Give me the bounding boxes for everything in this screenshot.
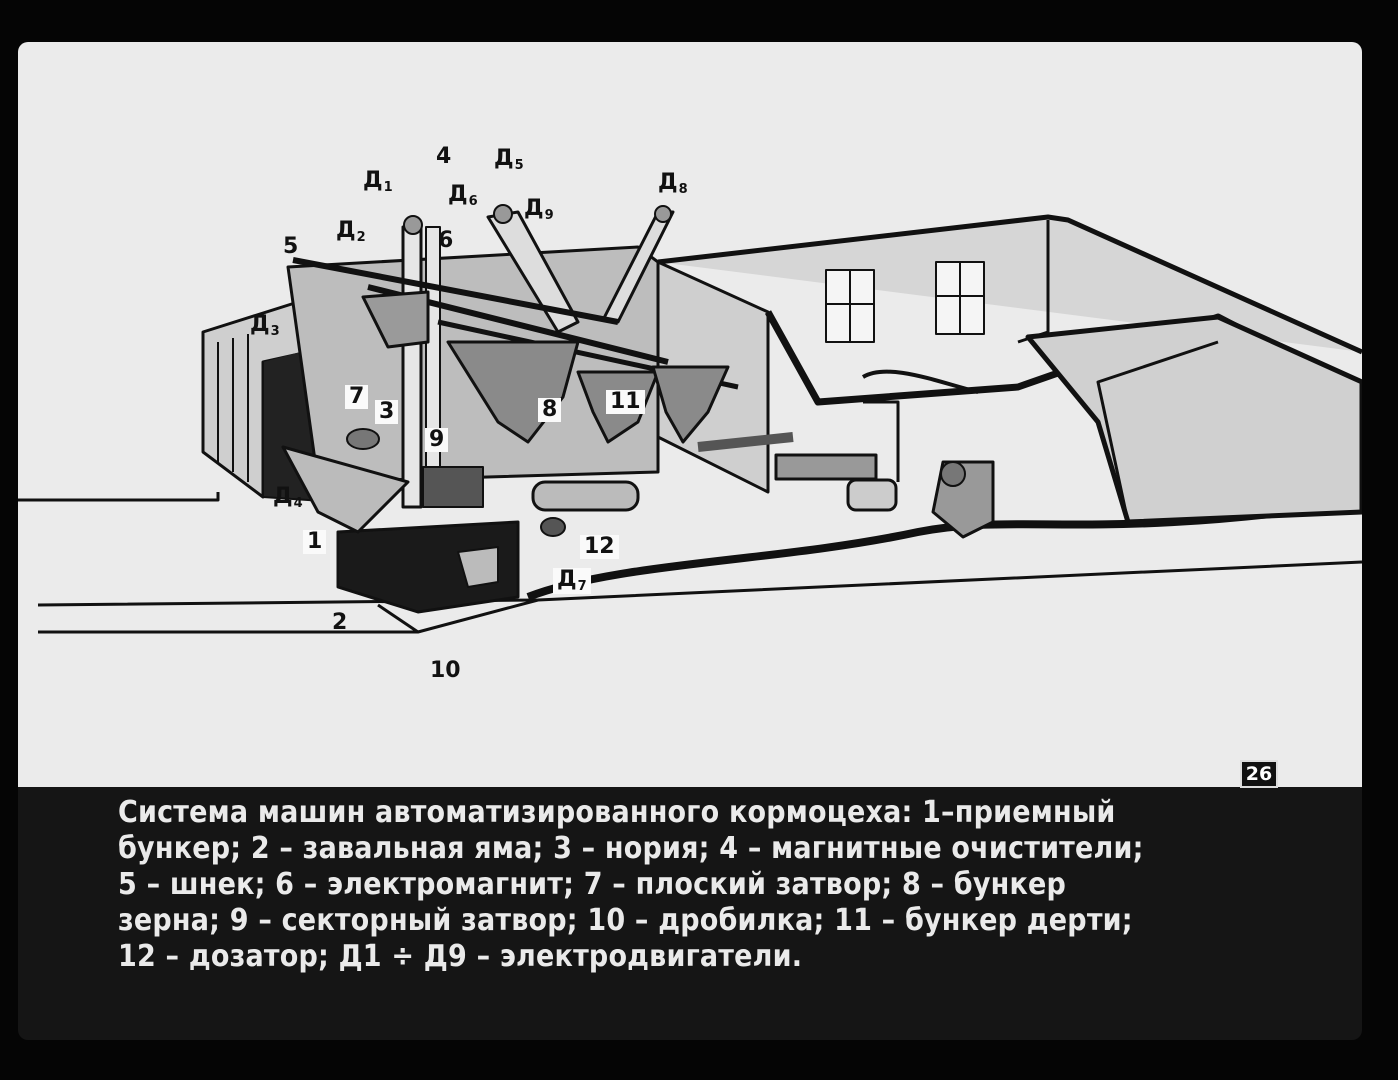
label-8: 8 [538, 398, 562, 422]
label-11: 11 [606, 390, 645, 414]
caption: Система машин автоматизированного кормоц… [118, 795, 1263, 975]
caption-line: бункер; 2 – завальная яма; 3 – нория; 4 … [118, 831, 1144, 866]
label-10: 10 [430, 658, 461, 683]
caption-line: Система машин автоматизированного кормоц… [118, 795, 1116, 830]
label-1: 1 [303, 530, 327, 554]
label-2: 2 [332, 610, 348, 635]
label-d7: Д7 [553, 568, 591, 594]
label-d2: Д2 [336, 218, 366, 245]
label-4: 4 [436, 144, 452, 169]
label-d6: Д6 [448, 182, 478, 209]
filmstrip-slide: Д1 4 Д5 Д6 Д9 Д8 Д2 6 5 Д3 7 3 8 11 9 Д4… [18, 42, 1362, 1040]
caption-line: 12 – дозатор; Д1 ÷ Д9 – электродвигатели… [118, 939, 803, 974]
label-9: 9 [425, 428, 449, 452]
label-7: 7 [345, 385, 369, 409]
label-d3: Д3 [250, 312, 280, 339]
label-d5: Д5 [494, 146, 524, 173]
label-d8: Д8 [658, 170, 688, 197]
label-d4: Д4 [273, 484, 303, 511]
label-12: 12 [580, 535, 619, 559]
label-6: 6 [438, 228, 454, 253]
label-3: 3 [375, 400, 399, 424]
label-d9: Д9 [524, 196, 554, 223]
label-5: 5 [283, 234, 299, 259]
label-d1: Д1 [363, 168, 393, 195]
caption-line: зерна; 9 – секторный затвор; 10 – дробил… [118, 903, 1133, 938]
feed-mill-diagram: Д1 4 Д5 Д6 Д9 Д8 Д2 6 5 Д3 7 3 8 11 9 Д4… [18, 42, 1362, 788]
diagram-drawing [18, 204, 1362, 634]
caption-line: 5 – шнек; 6 – электромагнит; 7 – плоский… [118, 867, 1067, 902]
slide-number-badge: 26 [1240, 760, 1278, 788]
